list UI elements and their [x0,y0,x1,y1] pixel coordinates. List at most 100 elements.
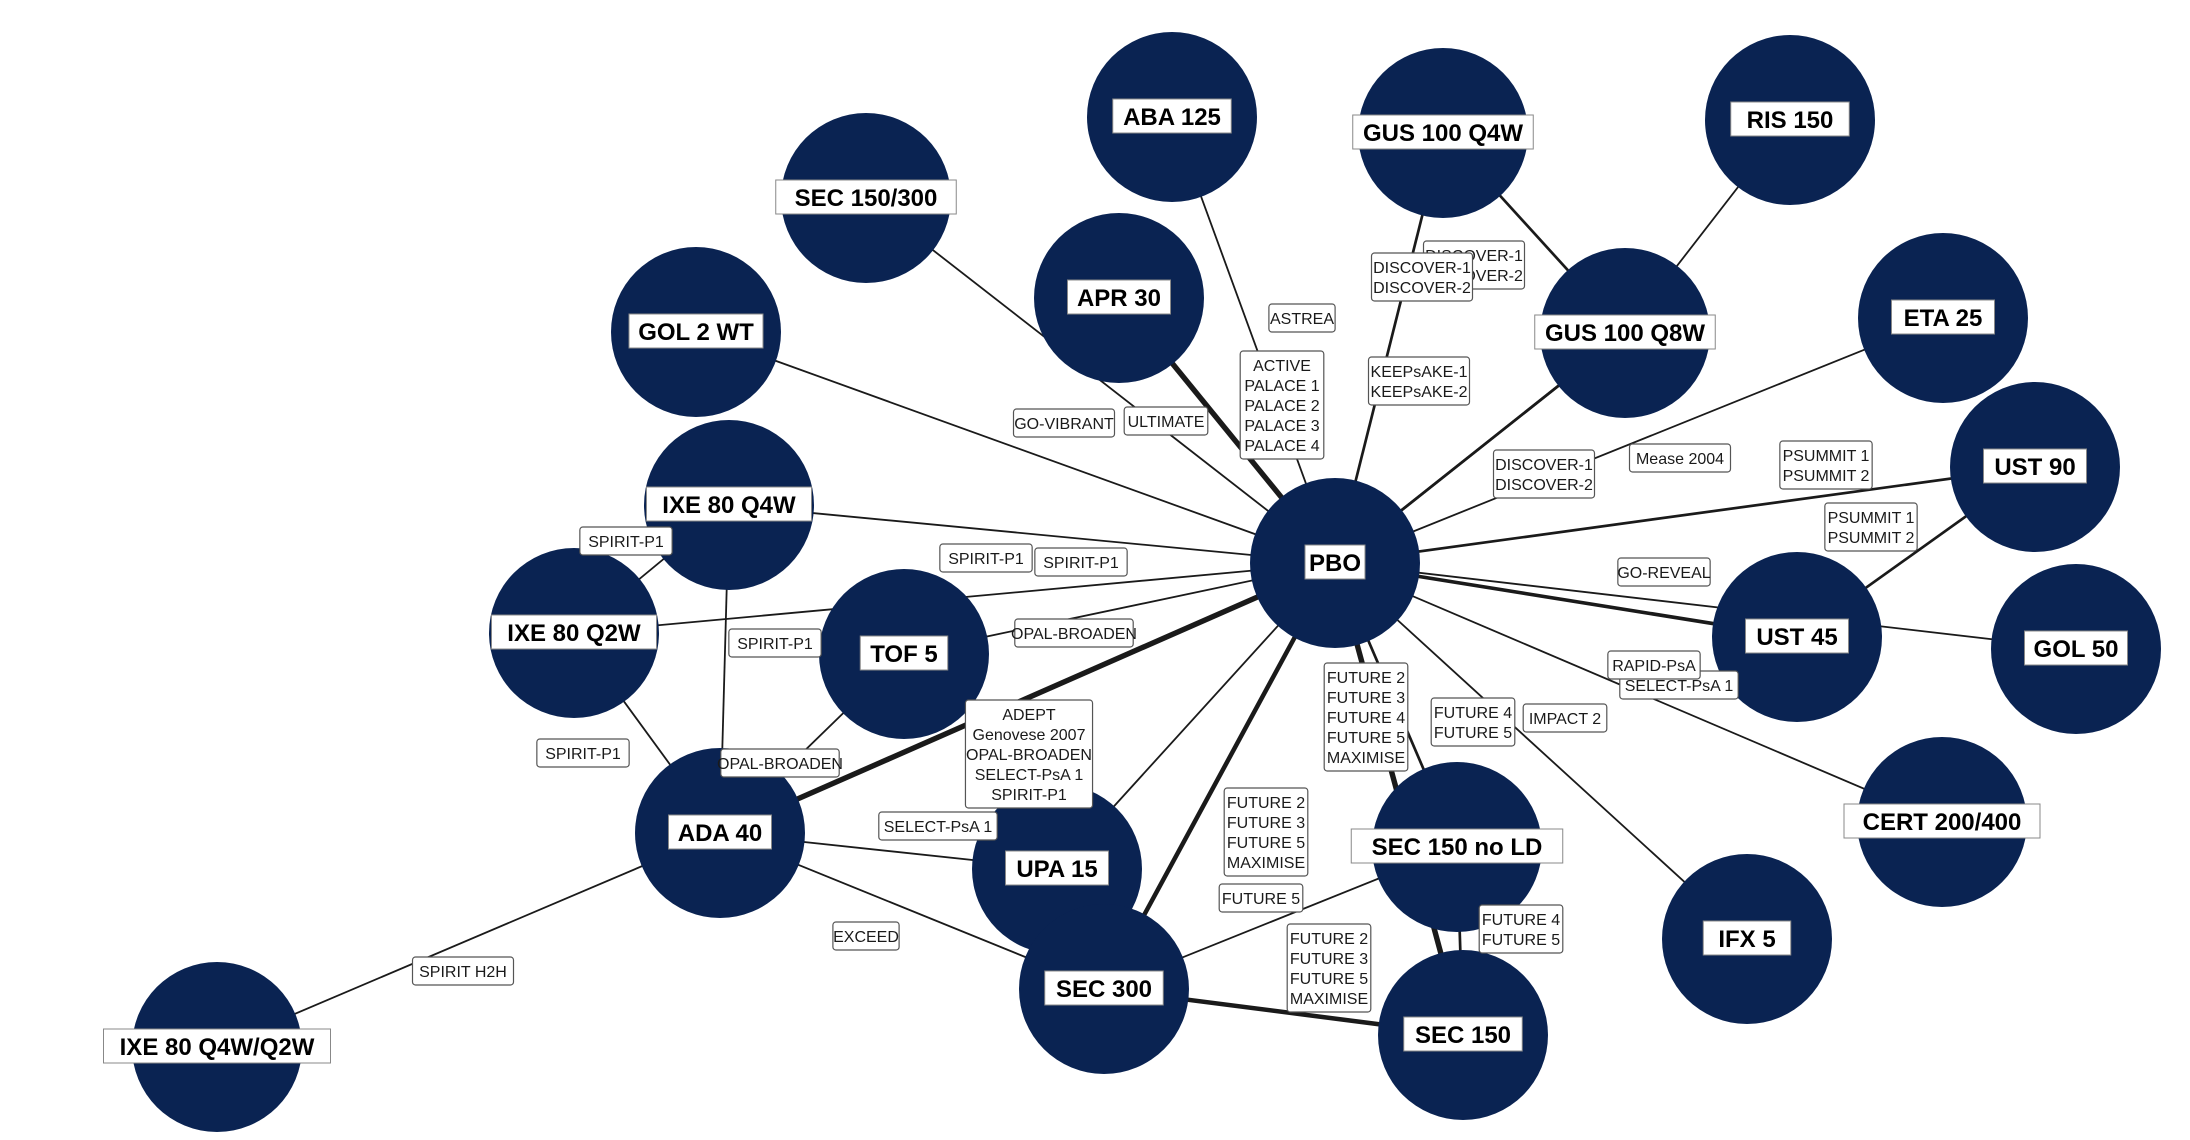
edge-label-text: PSUMMIT 1 [1783,448,1870,465]
node-label: SEC 150 [1415,1022,1511,1049]
edge-label-text: SPIRIT-P1 [1043,555,1119,572]
edge-label-box [1218,883,1304,913]
edge-pbo-gol50 [1334,562,2077,650]
node-gus100q8w[interactable]: GUS 100 Q8W [1534,248,1716,418]
node-label: SEC 150/300 [795,185,938,212]
node-eta25[interactable]: ETA 25 [1858,233,2028,403]
edge-label-text: SPIRIT-P1 [737,636,813,653]
edge-label-text: SELECT-PsA 1 [1625,678,1734,695]
node-cert200_400[interactable]: CERT 200/400 [1843,737,2041,907]
edge-label-text: RAPID-PsA [1612,658,1696,675]
edge-label-ixe80q2w-ada40: SPIRIT-P1 [536,738,630,768]
edge-label-text: FUTURE 2 [1327,670,1405,687]
node-label-box [2024,630,2128,666]
node-label-box [775,179,957,215]
node-ust45[interactable]: UST 45 [1712,552,1882,722]
node-label-box [1005,850,1109,886]
node-ixe80q2w[interactable]: IXE 80 Q2W [489,548,659,718]
node-ris150[interactable]: RIS 150 [1705,35,1875,205]
edge-label-box [720,748,840,778]
edge-label-box [1617,557,1711,587]
edge-label-box [579,526,673,556]
edge-label-box [878,811,998,841]
node-label-box [1352,114,1534,150]
edge-label-pbo-cert200_400: RAPID-PsA [1607,650,1701,680]
node-sec150_300[interactable]: SEC 150/300 [775,113,957,283]
node-label-box [1891,299,1995,335]
edge-label-text: MAXIMISE [1227,855,1305,872]
edge-label-box [536,738,630,768]
edge-label-text: FUTURE 5 [1227,835,1305,852]
node-ixe80q4w[interactable]: IXE 80 Q4W [644,420,814,590]
node-ifx5[interactable]: IFX 5 [1662,854,1832,1024]
edge-label-ixe80q4w-ada40: SPIRIT-P1 [728,628,822,658]
node-sec150[interactable]: SEC 150 [1378,950,1548,1120]
node-ixe80q4wq2w[interactable]: IXE 80 Q4W/Q2W [103,962,331,1132]
edge-pbo-ada40 [718,560,1337,836]
edge-label-pbo-ixe80q4w: SPIRIT-P1 [939,543,1033,573]
edge-label-text: EXCEED [833,929,899,946]
edge-label-text: OPAL-BROADEN [717,756,843,773]
edge-label-text: OPAL-BROADEN [1011,626,1137,643]
edge-pbo-gol2wt [695,331,1336,564]
node-ust90[interactable]: UST 90 [1950,382,2120,552]
edge-label-text: KEEPsAKE-2 [1371,384,1468,401]
node-label: ADA 40 [678,820,762,847]
edge-label-text: SPIRIT-P1 [991,787,1067,804]
node-label: UPA 15 [1016,856,1097,883]
edge-label-text: PSUMMIT 2 [1783,468,1870,485]
node-label: PBO [1309,550,1361,577]
node-gol2wt[interactable]: GOL 2 WT [611,247,781,417]
edge-label-box [1824,502,1918,552]
node-label: GUS 100 Q8W [1545,320,1705,347]
edge-label-sec300-sec150nold: FUTURE 5 [1218,883,1304,913]
node-label: UST 90 [1994,454,2075,481]
node-sec300[interactable]: SEC 300 [1019,904,1189,1074]
edge-label-box [1607,650,1701,680]
edge-label-text: ADEPT [1002,707,1056,724]
node-sec150nold[interactable]: SEC 150 no LD [1350,762,1564,932]
node-label: UST 45 [1756,624,1837,651]
edge-label-box [1286,923,1372,1013]
edge-label-ada40-upa15: SELECT-PsA 1 [878,811,998,841]
node-ada40[interactable]: ADA 40 [635,748,805,918]
edge-label-box [1478,904,1564,954]
node-aba125[interactable]: ABA 125 [1087,32,1257,202]
node-label: IXE 80 Q4W/Q2W [120,1034,315,1061]
node-gol50[interactable]: GOL 50 [1991,564,2161,734]
node-label-box [1983,448,2087,484]
node-pbo[interactable]: PBO [1250,478,1420,648]
node-label: IXE 80 Q4W [662,492,796,519]
node-label: GOL 50 [2034,636,2119,663]
node-label-box [1112,98,1232,134]
edge-label-text: PALACE 2 [1244,398,1319,415]
edge-label-text: DISCOVER-2 [1373,280,1471,297]
node-label-box [1304,544,1366,580]
node-label-box [1730,101,1850,137]
node-tof5[interactable]: TOF 5 [819,569,989,739]
edge-label-ada40-ixe80q4wq2w: SPIRIT H2H [411,956,515,986]
node-label-box [1067,279,1171,315]
edge-label-ixe80q4w-ixe80q2w: SPIRIT-P1 [1034,547,1128,577]
edge-label-text: FUTURE 5 [1327,730,1405,747]
node-label: ETA 25 [1904,305,1983,332]
node-apr30[interactable]: APR 30 [1034,213,1204,383]
node-label-box [1403,1016,1523,1052]
edge-label-box [1522,703,1608,733]
edge-label-text: PSUMMIT 2 [1828,530,1915,547]
node-gus100q4w[interactable]: GUS 100 Q4W [1352,48,1534,218]
edge-label-box [1012,408,1116,438]
node-label: GOL 2 WT [638,319,754,346]
edge-label-text: FUTURE 3 [1227,815,1305,832]
edge-label-text: FUTURE 5 [1290,971,1368,988]
edge-label-text: OPAL-BROADEN [966,747,1092,764]
